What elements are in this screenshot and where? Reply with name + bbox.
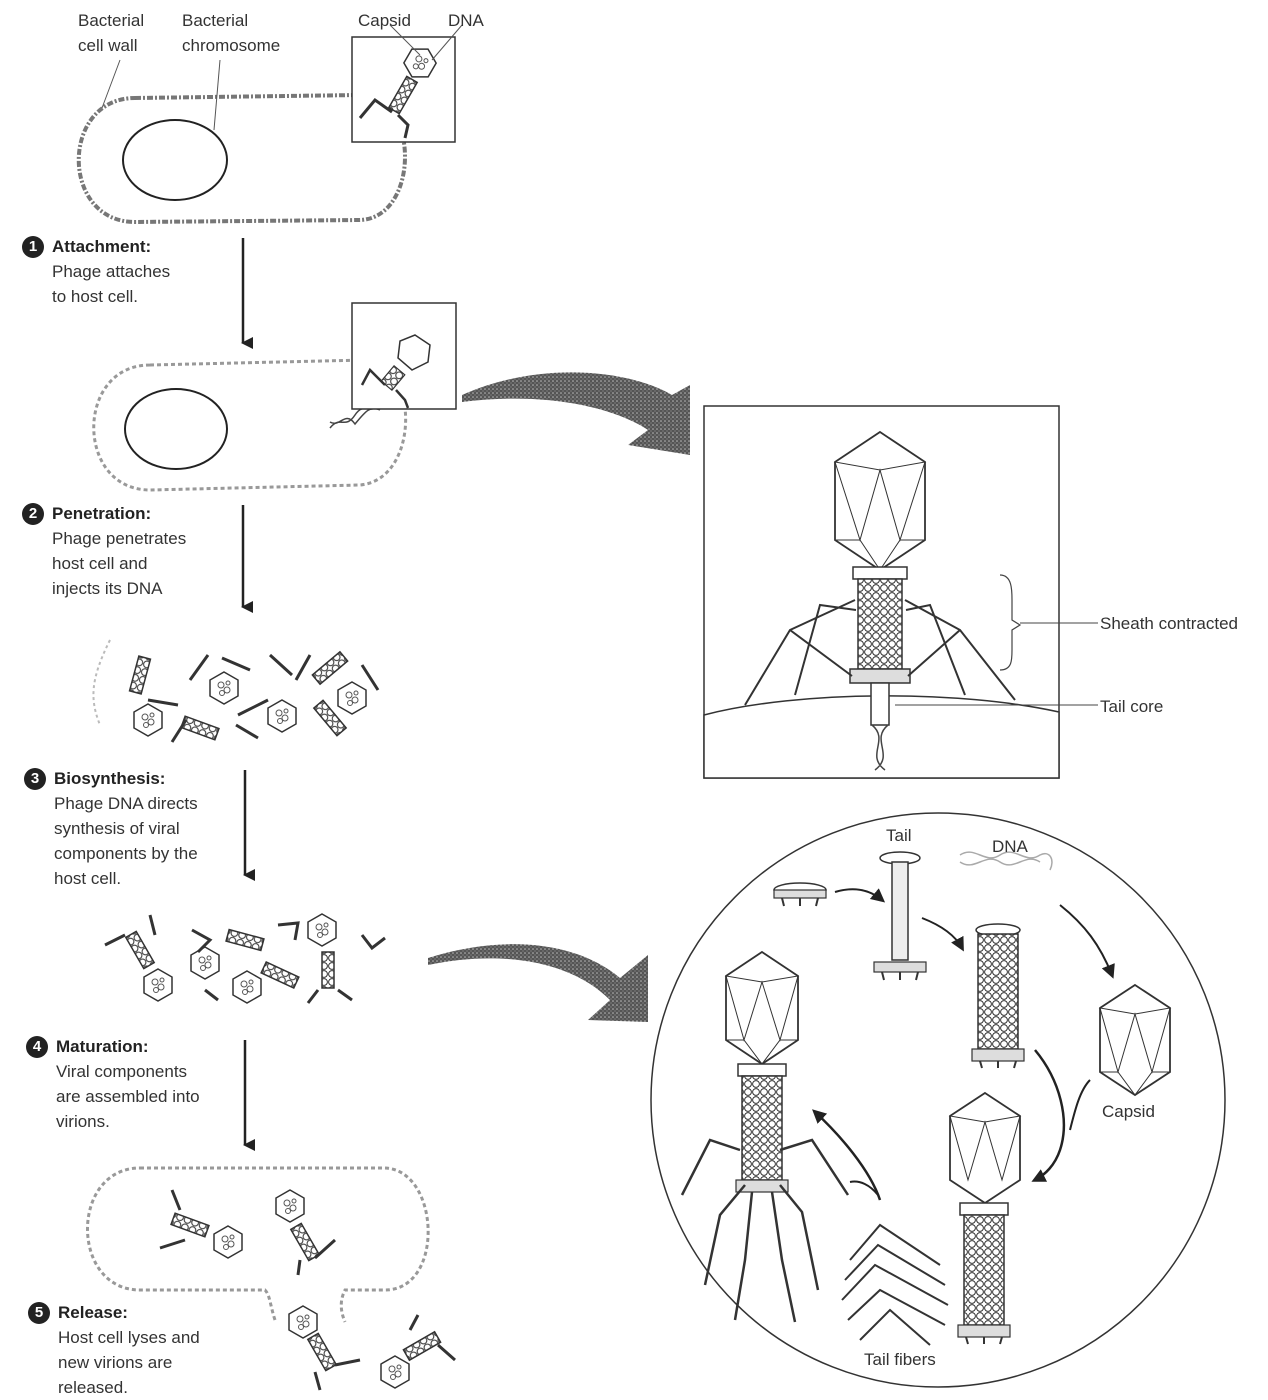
- penetration-detail-box: [704, 406, 1098, 778]
- maturation-parts: [105, 914, 385, 1003]
- step-title: Release:: [58, 1300, 128, 1325]
- step-number-badge: 3: [24, 768, 46, 790]
- step-title: Maturation:: [56, 1034, 149, 1059]
- step-description: Phage DNA directs synthesis of viral com…: [54, 791, 244, 891]
- biosynthesis-parts: [93, 640, 378, 742]
- step-number-badge: 4: [26, 1036, 48, 1058]
- penetration-inset: [352, 303, 456, 409]
- label-dna-circle: DNA: [992, 834, 1028, 859]
- step-number-badge: 2: [22, 503, 44, 525]
- step-description: Host cell lyses and new virions are rele…: [58, 1325, 248, 1400]
- step-description: Phage penetrates host cell and injects i…: [52, 526, 242, 601]
- label-tail-core: Tail core: [1100, 694, 1163, 719]
- label-bacterial-chromosome: Bacterial chromosome: [182, 8, 280, 58]
- step-number-badge: 1: [22, 236, 44, 258]
- step-title: Penetration:: [52, 501, 151, 526]
- label-bacterial-cell-wall: Bacterial cell wall: [78, 8, 144, 58]
- step-number-badge: 5: [28, 1302, 50, 1324]
- zoom-arrow-2: [428, 944, 648, 1022]
- step-title: Attachment:: [52, 234, 151, 259]
- attachment-inset: [352, 25, 462, 142]
- zoom-arrow-1: [462, 372, 690, 455]
- step-title: Biosynthesis:: [54, 766, 165, 791]
- label-tail: Tail: [886, 823, 912, 848]
- label-tail-fibers: Tail fibers: [864, 1347, 936, 1372]
- label-capsid-circle: Capsid: [1102, 1099, 1155, 1124]
- label-sheath-contracted: Sheath contracted: [1100, 611, 1238, 636]
- label-capsid-top: Capsid: [358, 8, 411, 33]
- step-description: Phage attaches to host cell.: [52, 259, 242, 309]
- step-description: Viral components are assembled into viri…: [56, 1059, 246, 1134]
- label-dna-top: DNA: [448, 8, 484, 33]
